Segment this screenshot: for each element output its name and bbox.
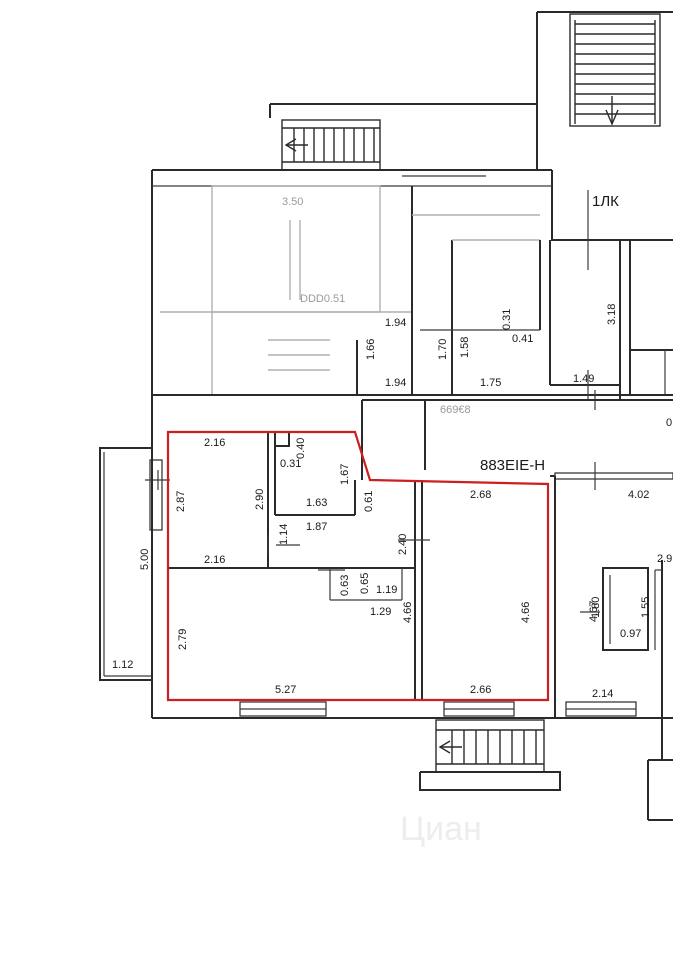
dim-label: 2.66	[470, 684, 491, 696]
dim-label: 5.27	[275, 684, 296, 696]
dim-label: 2.87	[175, 491, 187, 512]
section-label: 1ЛК	[592, 193, 619, 210]
dim-label: 1.94	[385, 317, 406, 329]
watermark: Циан	[400, 810, 482, 848]
apartment-interior	[168, 431, 430, 700]
balcony	[99, 447, 170, 681]
dim-label: 1.66	[365, 339, 377, 360]
bottom-staircase	[419, 719, 561, 791]
dim-label: 1.58	[459, 337, 471, 358]
dim-label: 2.40	[397, 534, 409, 555]
dim-label: 0.65	[359, 573, 371, 594]
dim-label: 1.19	[376, 584, 397, 596]
dim-label: 1.29	[370, 606, 391, 618]
upper-entry-stairs	[281, 119, 381, 171]
dim-label: 0.31	[501, 309, 513, 330]
dim-label: 1.70	[437, 339, 449, 360]
dim-label: 1.75	[480, 377, 501, 389]
dim-label: 4.66	[520, 602, 532, 623]
blurred-label-right: 883EIE-H	[480, 457, 545, 474]
dim-label: 0.31	[280, 458, 301, 470]
dim-label: 0.40	[295, 438, 307, 459]
lower-building	[151, 430, 673, 821]
dim-label: 4.66	[402, 602, 414, 623]
top-staircase	[569, 13, 661, 127]
dim-label: 1.80	[590, 597, 602, 618]
dim-label: 0.41	[512, 333, 533, 345]
dim-label: 0.61	[363, 491, 375, 512]
dim-label: 1.49	[573, 373, 594, 385]
blurred-dim: 3.50	[282, 196, 303, 208]
blurred-label-top: DDD0.51	[300, 293, 345, 305]
blurred-label-mid: 669€8	[440, 404, 471, 416]
dim-label: 2.79	[177, 629, 189, 650]
dim-label: 1.12	[112, 659, 133, 671]
upper-rooms	[152, 175, 673, 400]
dim-label: 1.67	[339, 464, 351, 485]
dim-label: 1.63	[306, 497, 327, 509]
dim-label: 4.67	[588, 601, 600, 622]
dim-label: 5.00	[139, 549, 151, 570]
dim-label: 2.90	[254, 489, 266, 510]
dim-label: 1.94	[385, 377, 406, 389]
corridor	[361, 399, 673, 490]
dim-label: 1.55	[640, 597, 652, 618]
dim-label: 3.18	[606, 304, 618, 325]
apartment-boundary	[166, 430, 550, 702]
dim-label: 2.16	[204, 437, 225, 449]
dim-label: 2.14	[592, 688, 613, 700]
dim-label: 0	[666, 417, 672, 429]
dim-markers	[318, 390, 600, 613]
dim-label: 1.87	[306, 521, 327, 533]
dim-label: 2.68	[470, 489, 491, 501]
dim-label: 2.16	[204, 554, 225, 566]
dim-label: 0.97	[620, 628, 641, 640]
dim-label: 0.63	[339, 575, 351, 596]
dim-label: 1.14	[278, 524, 290, 545]
dim-label: 2.9	[657, 553, 672, 565]
right-rooms	[602, 567, 662, 651]
dim-label: 4.02	[628, 489, 649, 501]
